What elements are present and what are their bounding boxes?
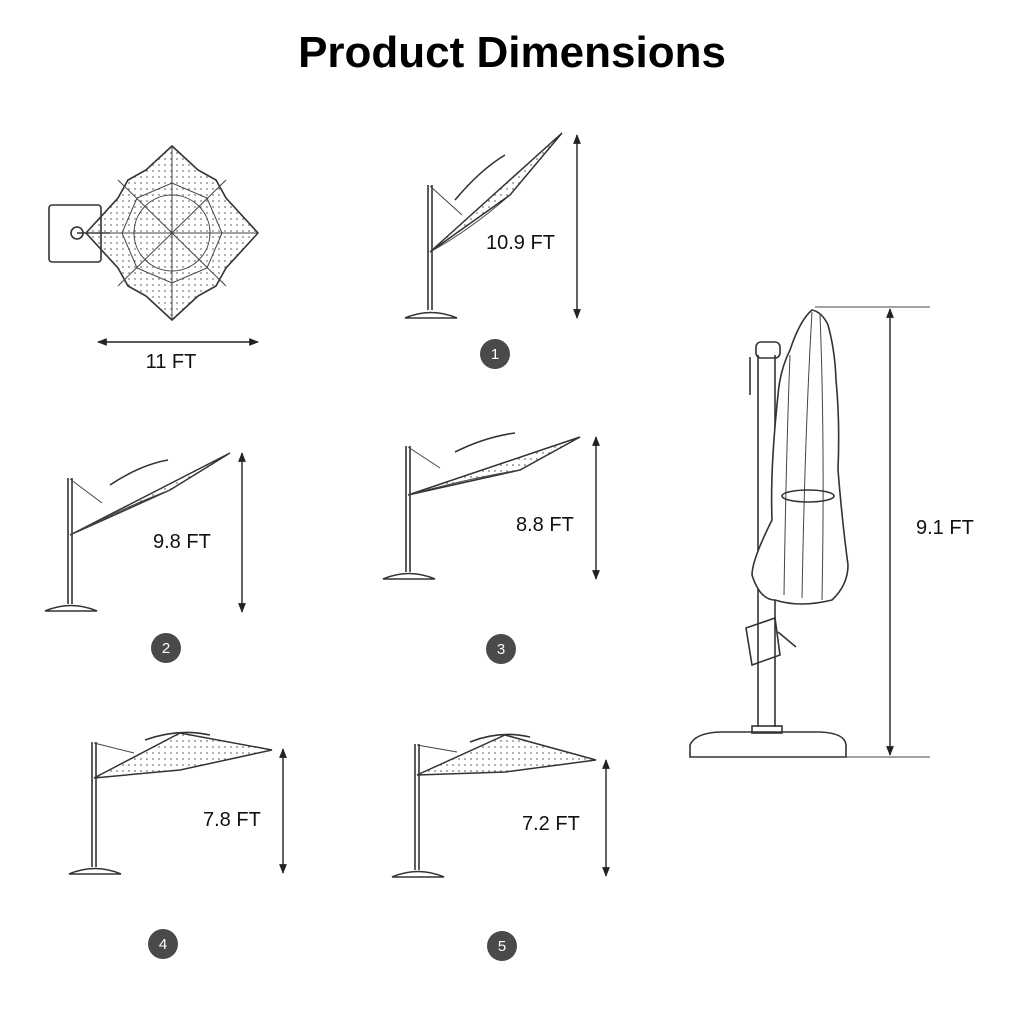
height-label: 10.9 FT	[486, 232, 555, 254]
umbrella-base	[391, 870, 445, 878]
umbrella-base	[689, 731, 847, 758]
pole-cap	[755, 341, 781, 359]
height-label: 8.8 FT	[516, 514, 574, 536]
position-badge-number: 3	[497, 641, 505, 658]
position-badge	[480, 339, 510, 369]
folded-canopy	[751, 309, 849, 605]
canopy	[407, 436, 581, 496]
position-badge	[486, 634, 516, 664]
position-badge	[487, 931, 517, 961]
crank-handle	[745, 616, 781, 667]
top-view-diagram: 11 FT	[48, 144, 260, 373]
umbrella-position-5: 7.2 FT 5	[391, 733, 610, 961]
canopy-top-view	[84, 144, 260, 322]
canopy-strap	[781, 489, 835, 503]
umbrella-position-3: 8.8 FT 3	[382, 432, 600, 664]
umbrella-base	[404, 311, 458, 319]
umbrella-base	[382, 572, 436, 580]
position-badge	[151, 633, 181, 663]
umbrella-position-1: 10.9 FT 1	[404, 132, 581, 369]
position-badge-number: 4	[159, 936, 167, 953]
position-badge-number: 2	[162, 640, 170, 657]
width-label: 11 FT	[146, 351, 197, 373]
umbrella-position-4: 7.8 FT 4	[68, 731, 287, 959]
height-label: 7.8 FT	[203, 809, 261, 831]
height-label: 9.1 FT	[916, 517, 974, 539]
height-label: 7.2 FT	[522, 813, 580, 835]
umbrella-position-2: 9.8 FT 2	[44, 452, 246, 663]
closed-umbrella-side-view: 9.1 FT	[689, 306, 974, 758]
canopy	[93, 732, 273, 779]
position-badge-number: 5	[498, 938, 506, 955]
canopy	[416, 734, 597, 776]
position-badge-number: 1	[491, 346, 499, 363]
canopy	[429, 132, 563, 253]
position-badge	[148, 929, 178, 959]
height-label: 9.8 FT	[153, 531, 211, 553]
umbrella-base	[44, 604, 98, 612]
canopy	[69, 452, 231, 536]
umbrella-base	[68, 867, 122, 875]
page-title: Product Dimensions	[298, 28, 726, 77]
